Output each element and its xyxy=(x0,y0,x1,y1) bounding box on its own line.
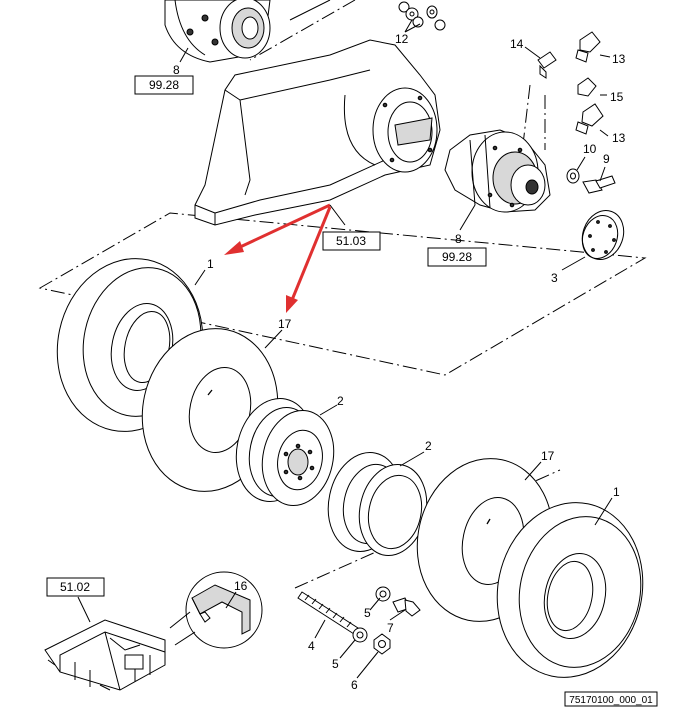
callout-1-right: 1 xyxy=(613,485,620,499)
wheel-stud-4[interactable] xyxy=(297,591,359,635)
callout-15: 15 xyxy=(610,90,624,104)
callout-2-right: 2 xyxy=(425,439,432,453)
axle-housing[interactable] xyxy=(194,0,441,226)
svg-text:75170100_000_01: 75170100_000_01 xyxy=(569,695,653,706)
ref-box-51-02[interactable]: 51.02 xyxy=(46,577,105,597)
assembly-boundary-frame xyxy=(38,212,647,376)
callout-10: 10 xyxy=(583,142,597,156)
svg-text:51.02: 51.02 xyxy=(60,580,90,594)
leader-lines xyxy=(77,19,613,679)
svg-text:99.28: 99.28 xyxy=(442,250,472,264)
nut-washer-set-12[interactable] xyxy=(398,1,446,31)
callout-6: 6 xyxy=(351,678,358,692)
washer-10[interactable] xyxy=(566,168,580,184)
callout-8-top: 8 xyxy=(173,63,180,77)
callout-5-upper: 5 xyxy=(364,606,371,620)
detail-inset-16[interactable] xyxy=(169,571,263,649)
cover-plate[interactable] xyxy=(576,205,631,266)
callout-17-left: 17 xyxy=(278,317,292,331)
washer-5-lower[interactable] xyxy=(352,627,368,643)
ref-box-99-28-right[interactable]: 99.28 xyxy=(427,247,487,267)
tire-right[interactable] xyxy=(481,489,658,691)
drive-motor-right[interactable] xyxy=(444,129,551,213)
callout-8-right: 8 xyxy=(455,232,462,246)
callout-1-left: 1 xyxy=(207,257,214,271)
bolt-7[interactable] xyxy=(392,597,421,617)
sensor-axis-line xyxy=(519,84,531,171)
fitting-14[interactable] xyxy=(537,51,557,79)
nut-6[interactable] xyxy=(373,633,391,655)
drive-motor-top[interactable] xyxy=(164,0,271,63)
callout-13-top: 13 xyxy=(612,52,626,66)
svg-text:99.28: 99.28 xyxy=(149,78,179,92)
callout-2-left: 2 xyxy=(337,394,344,408)
callout-16: 16 xyxy=(234,579,248,593)
callout-14: 14 xyxy=(510,37,524,51)
ref-box-99-28-top[interactable]: 99.28 xyxy=(134,75,194,95)
callout-4: 4 xyxy=(308,639,315,653)
figure-code-label: 75170100_000_01 xyxy=(564,691,658,707)
callout-7: 7 xyxy=(387,621,394,635)
wheel-rim-right[interactable] xyxy=(319,446,434,562)
callout-17-right: 17 xyxy=(541,449,555,463)
callout-9: 9 xyxy=(603,152,610,166)
red-arrow-to-tube xyxy=(286,206,332,313)
svg-text:51.03: 51.03 xyxy=(336,234,366,248)
chassis-frame[interactable] xyxy=(44,619,166,691)
callout-12: 12 xyxy=(395,32,409,46)
washer-5-upper[interactable] xyxy=(375,586,391,602)
callout-3: 3 xyxy=(551,271,558,285)
fitting-13-bottom[interactable] xyxy=(575,103,604,135)
fitting-15[interactable] xyxy=(577,77,597,97)
ref-box-51-03[interactable]: 51.03 xyxy=(322,231,381,251)
red-arrow-to-tire xyxy=(224,203,331,255)
wheel-rim-left[interactable] xyxy=(227,391,342,512)
callout-5-lower: 5 xyxy=(332,657,339,671)
fitting-13-top[interactable] xyxy=(575,31,601,63)
top-axis-line xyxy=(249,0,356,61)
callout-13-bottom: 13 xyxy=(612,131,626,145)
bolt-9[interactable] xyxy=(582,175,616,194)
